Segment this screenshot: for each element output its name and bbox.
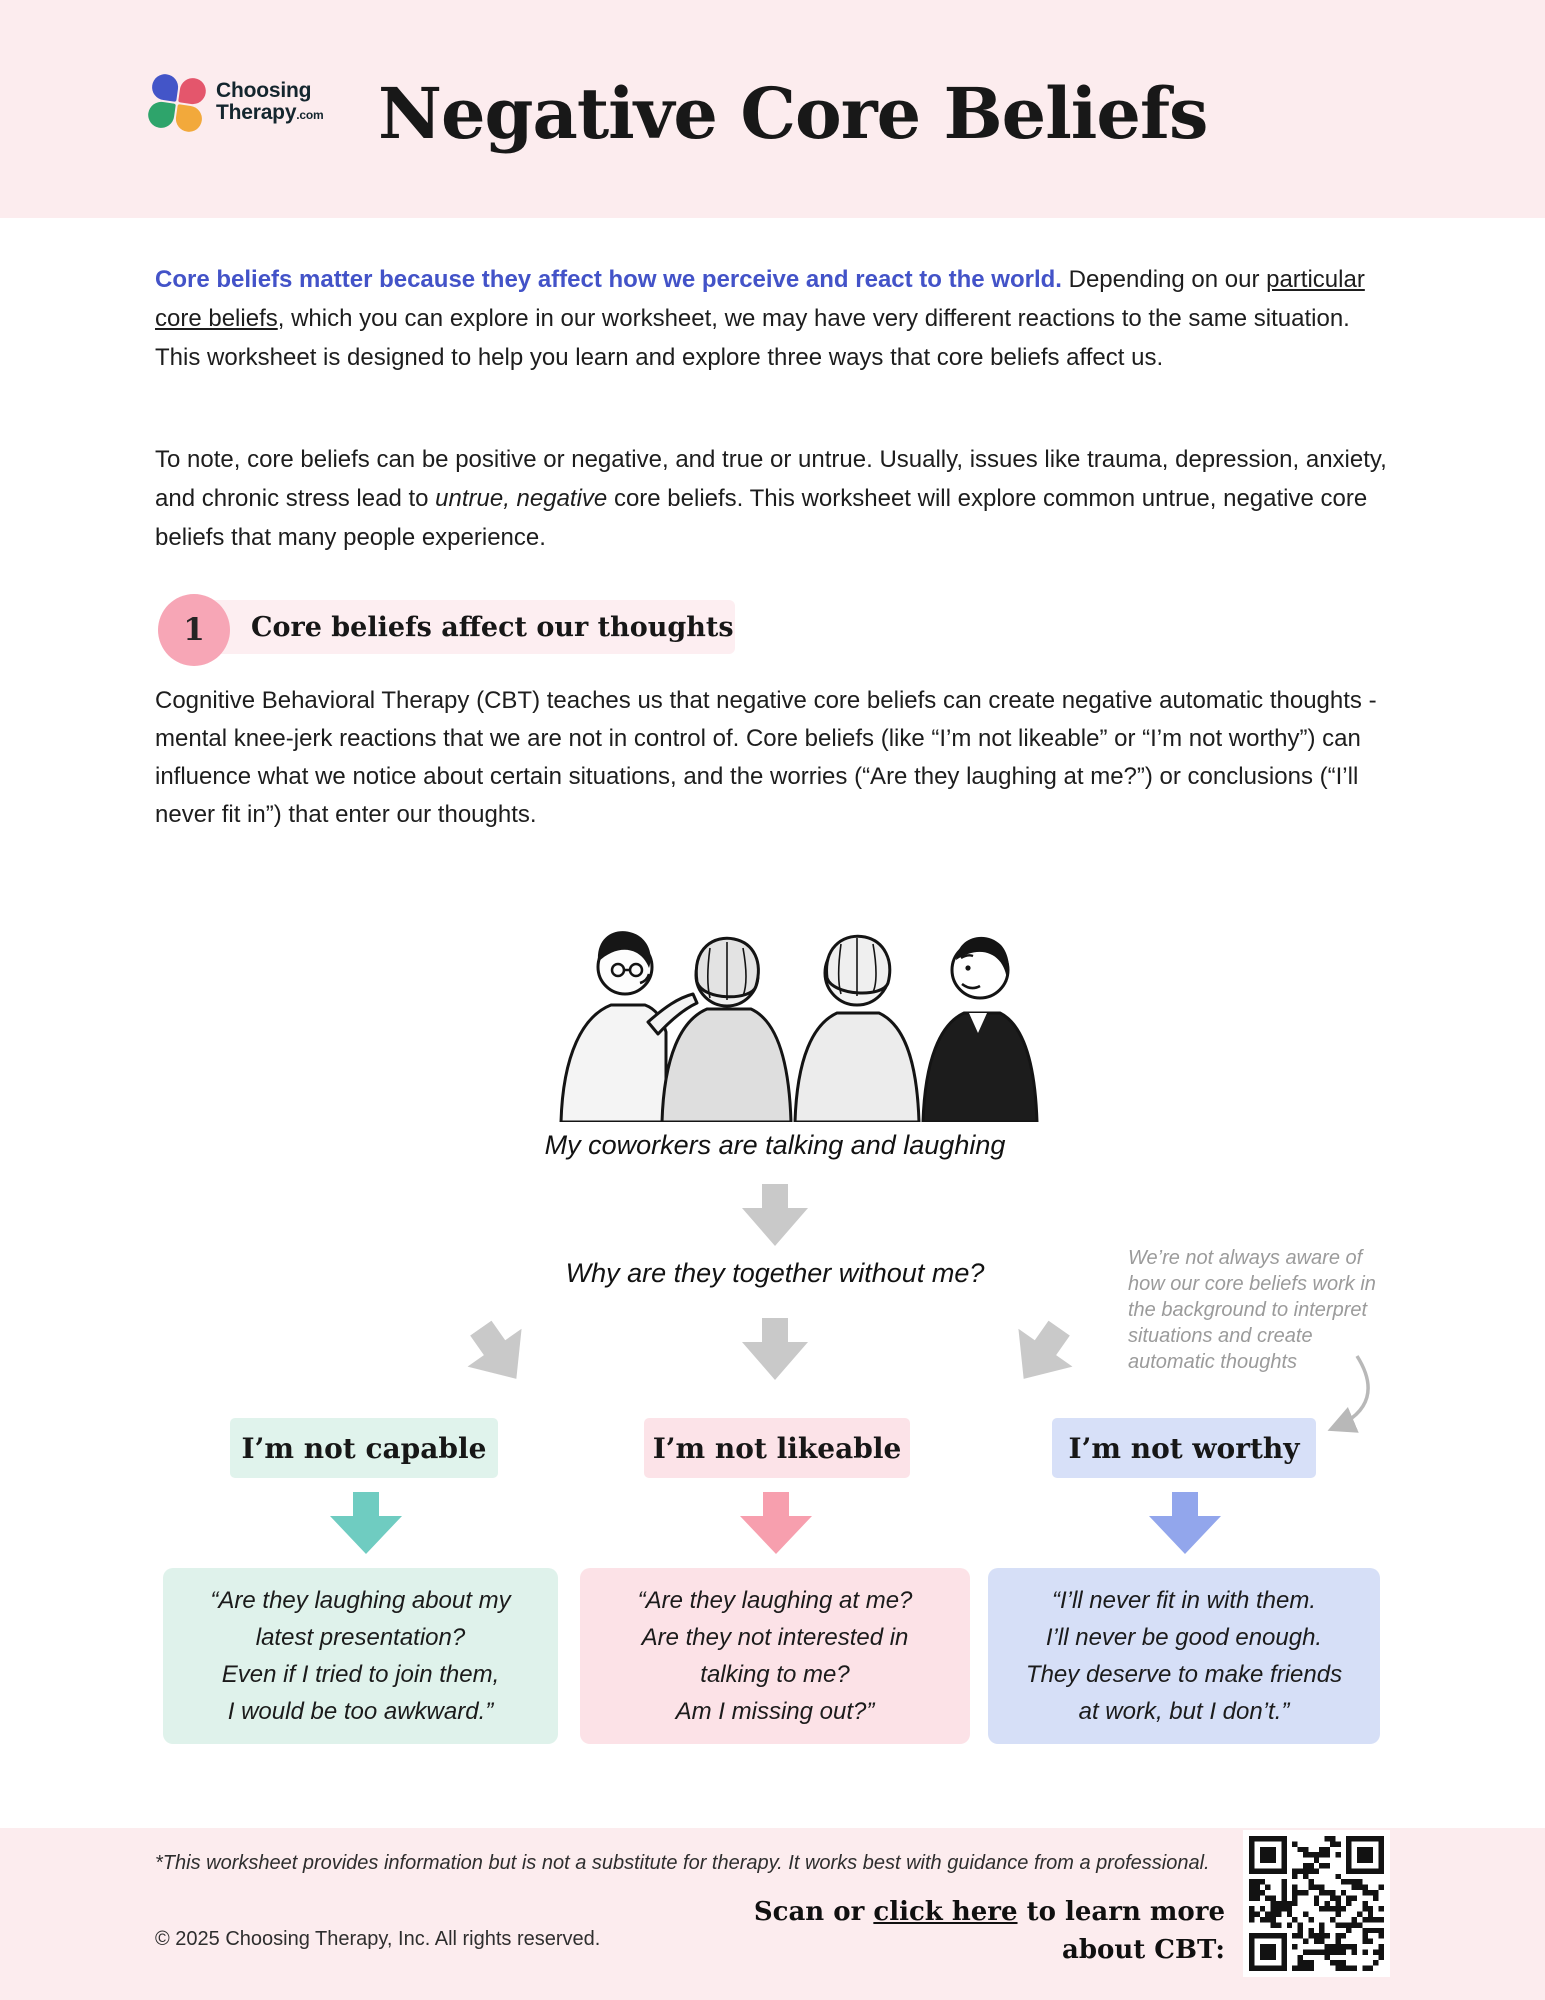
logo-text: Choosing Therapy.com	[216, 80, 324, 126]
choosing-therapy-logo-icon	[146, 72, 208, 134]
logo-text-tld: .com	[296, 108, 324, 122]
particular-core-beliefs-link[interactable]: particular core beliefs	[155, 266, 1365, 332]
logo-text-therapy: Therapy	[216, 101, 297, 124]
text-segment: , which you can explore in our worksheet…	[155, 305, 1350, 371]
belief-label-not-likeable: I’m not likeable	[644, 1418, 910, 1478]
click-here-link[interactable]: click here	[873, 1897, 1018, 1927]
thought-quote-not-worthy: “I’ll never fit in with them. I’ll never…	[988, 1568, 1380, 1744]
side-note: We’re not always aware of how our core b…	[1128, 1247, 1376, 1373]
branch-arrow-left-icon	[454, 1309, 546, 1402]
automatic-thought-question: Why are they together without me?	[565, 1258, 985, 1288]
intro-paragraph-1: Core beliefs matter because they affect …	[155, 260, 1393, 377]
scan-cta-line1: Scan or click here to learn more	[754, 1893, 1225, 1931]
text-segment: To note, core beliefs can be positive or…	[155, 446, 1387, 512]
curved-annotation-arrow-icon	[1302, 1352, 1382, 1447]
logo-petal-blue	[150, 72, 180, 102]
intro-lead-sentence: Core beliefs matter because they affect …	[155, 266, 1062, 293]
text-segment: core beliefs. This worksheet will explor…	[155, 485, 1368, 551]
thought-quote-not-capable: “Are they laughing about my latest prese…	[163, 1568, 558, 1744]
page-title: Negative Core Beliefs	[378, 72, 1208, 155]
belief-label-not-worthy: I’m not worthy	[1052, 1418, 1316, 1478]
branch-arrow-right-icon	[994, 1309, 1086, 1402]
qr-code	[1243, 1830, 1390, 1977]
illustration-caption: My coworkers are talking and laughing	[544, 1130, 1006, 1160]
down-arrow-icon	[742, 1184, 808, 1251]
intro-paragraph-2: To note, core beliefs can be positive or…	[155, 440, 1393, 557]
choosing-therapy-logo: Choosing Therapy.com	[146, 72, 324, 134]
page-header: Choosing Therapy.com Negative Core Belie…	[0, 0, 1545, 218]
untrue-negative-emphasis: untrue, negative	[435, 485, 608, 512]
teal-down-arrow-icon	[330, 1492, 402, 1559]
logo-petal-red	[178, 76, 208, 106]
thought-quote-not-likeable: “Are they laughing at me? Are they not i…	[580, 1568, 970, 1744]
scan-cta: Scan or click here to learn more about C…	[754, 1893, 1225, 1969]
section-1-number-badge: 1	[158, 594, 230, 666]
logo-text-line2: Therapy.com	[216, 102, 324, 126]
branch-arrow-middle-icon	[742, 1318, 808, 1385]
text-segment: Depending on our	[1061, 266, 1267, 293]
disclaimer-note: *This worksheet provides information but…	[155, 1852, 1210, 1874]
section-1-body: Cognitive Behavioral Therapy (CBT) teach…	[155, 687, 1377, 828]
logo-petal-green	[146, 100, 176, 130]
section-1-band: Core beliefs affect our thoughts	[185, 600, 735, 654]
copyright-text: © 2025 Choosing Therapy, Inc. All rights…	[155, 1928, 601, 1950]
coworkers-illustration	[543, 890, 1043, 1124]
pink-down-arrow-icon	[740, 1492, 812, 1559]
logo-text-line1: Choosing	[216, 79, 312, 102]
section-1-title: Core beliefs affect our thoughts	[251, 611, 734, 643]
scan-cta-line2: about CBT:	[1061, 1935, 1225, 1965]
periwinkle-down-arrow-icon	[1149, 1492, 1221, 1559]
logo-petal-orange	[174, 104, 204, 134]
text-segment: Scan or	[753, 1897, 874, 1927]
text-segment: to learn more	[1017, 1897, 1225, 1927]
belief-label-not-capable: I’m not capable	[230, 1418, 498, 1478]
